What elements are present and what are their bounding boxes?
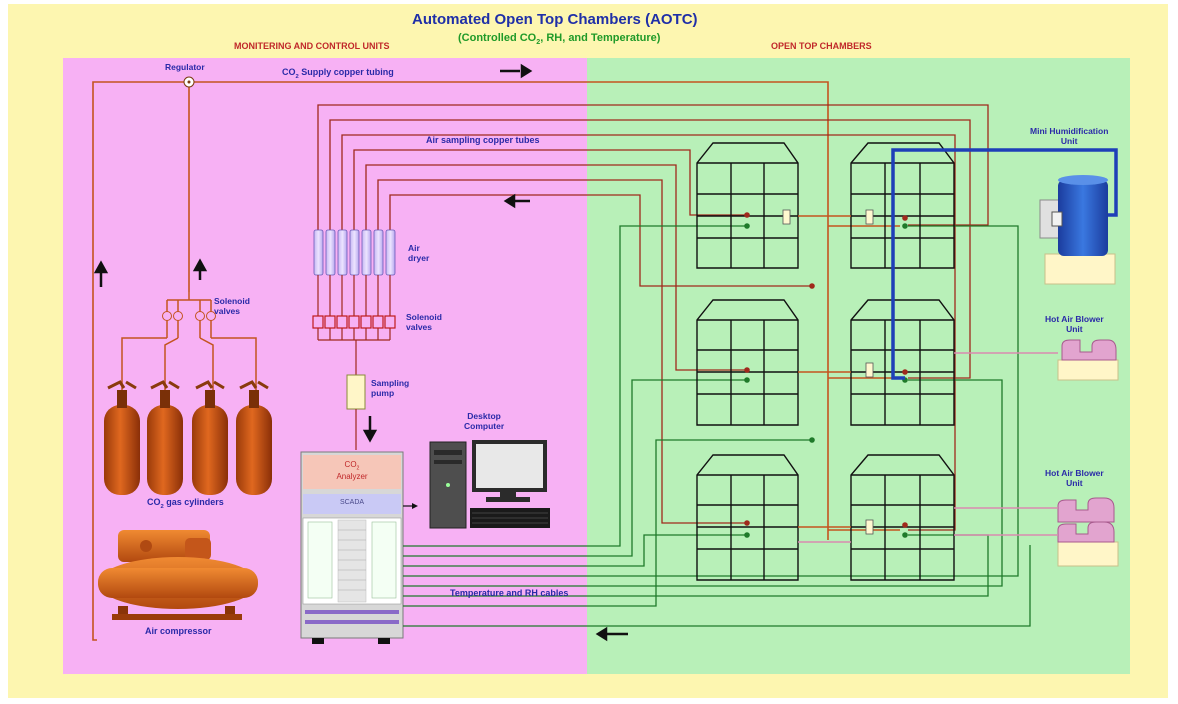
co2-cross-lines bbox=[798, 215, 851, 528]
solenoid-left-line-1: Solenoid bbox=[214, 296, 250, 306]
regulator-label: Regulator bbox=[165, 62, 205, 72]
solenoid-left-line-2: valves bbox=[214, 306, 240, 316]
temp-rh-cables bbox=[403, 225, 1031, 627]
hot-air-blower-1 bbox=[954, 339, 1119, 381]
air-compressor bbox=[98, 530, 258, 620]
chamber-1 bbox=[696, 142, 799, 269]
temp-rh-label: Temperature and RH cables bbox=[450, 588, 569, 598]
scada-label: SCADA bbox=[339, 499, 365, 506]
subtitle-sub: 2 bbox=[536, 38, 541, 47]
desktop-line-2: Computer bbox=[464, 421, 505, 431]
cylinders-suffix: gas cylinders bbox=[163, 497, 224, 507]
co2-supply-sub: 2 bbox=[295, 73, 299, 80]
desktop-computer bbox=[429, 440, 550, 529]
cylinders-label: CO2 gas cylinders bbox=[147, 497, 224, 510]
co2-analyzer-line-2: Analyzer bbox=[336, 471, 368, 481]
subtitle-prefix: (Controlled CO bbox=[458, 32, 537, 44]
air-dryer-line-1: Air bbox=[408, 243, 420, 253]
co2-analyzer-sub: 2 bbox=[356, 465, 360, 472]
solenoid-mid-line-2: valves bbox=[406, 322, 432, 332]
open-top-chambers-area bbox=[587, 58, 1130, 674]
humidifier-pipe bbox=[891, 148, 1118, 380]
cylinders-prefix: CO bbox=[147, 497, 161, 507]
humidifier-line-2: Unit bbox=[1060, 136, 1078, 146]
cylinders-sub: 2 bbox=[160, 503, 164, 510]
regulator bbox=[183, 76, 195, 88]
co2-supply-tubing bbox=[92, 81, 900, 641]
section-right-title: OPEN TOP CHAMBERS bbox=[771, 41, 872, 51]
blower1-line-1: Hot Air Blower bbox=[1045, 314, 1104, 324]
chamber-4 bbox=[850, 299, 955, 426]
co2-supply-label: CO2 Supply copper tubing bbox=[282, 67, 394, 80]
solenoid-mid-line-1: Solenoid bbox=[406, 312, 442, 322]
solenoid-valves-left bbox=[162, 311, 216, 321]
blower2-line-1: Hot Air Blower bbox=[1045, 468, 1104, 478]
air-dryer-line-2: dryer bbox=[408, 253, 430, 263]
analyzer-cabinet bbox=[300, 451, 418, 644]
desktop-line-1: Desktop bbox=[467, 411, 501, 421]
chamber-2 bbox=[850, 142, 955, 269]
sampling-pump bbox=[346, 374, 366, 450]
subtitle-suffix: , RH, and Temperature) bbox=[540, 32, 661, 44]
blower1-line-2: Unit bbox=[1066, 324, 1083, 334]
co2-gas-cylinders bbox=[104, 380, 272, 495]
blower2-line-2: Unit bbox=[1066, 478, 1083, 488]
diagram-subtitle: (Controlled CO2, RH, and Temperature) bbox=[458, 32, 660, 46]
co2-analyzer-prefix: CO bbox=[344, 460, 357, 469]
compressor-label: Air compressor bbox=[145, 626, 212, 636]
flow-arrows bbox=[93, 63, 628, 642]
co2-analyzer-label: CO2 Analyzer bbox=[303, 460, 401, 481]
co2-analyzer-line-1: CO2 bbox=[303, 460, 401, 472]
open-top-chambers bbox=[696, 142, 955, 581]
air-dryer-bank bbox=[312, 229, 396, 375]
section-left-title: MONITERING AND CONTROL UNITS bbox=[234, 41, 390, 51]
sampling-pump-line-1: Sampling bbox=[371, 378, 410, 388]
humidifier-line-1: Mini Humidification bbox=[1030, 126, 1109, 136]
chamber-3 bbox=[696, 299, 799, 426]
chamber-sensors bbox=[744, 209, 908, 538]
chamber-5 bbox=[696, 454, 799, 581]
humidifier-unit bbox=[1039, 175, 1116, 285]
air-sampling-tubes bbox=[317, 104, 989, 531]
co2-supply-prefix: CO bbox=[282, 67, 296, 77]
air-sampling-label: Air sampling copper tubes bbox=[426, 135, 540, 145]
chamber-6 bbox=[850, 454, 955, 581]
diagram-title: Automated Open Top Chambers (AOTC) bbox=[412, 11, 698, 28]
sampling-pump-line-2: pump bbox=[371, 388, 395, 398]
co2-supply-suffix: Supply copper tubing bbox=[298, 67, 394, 77]
hot-air-blower-2 bbox=[798, 497, 1119, 567]
